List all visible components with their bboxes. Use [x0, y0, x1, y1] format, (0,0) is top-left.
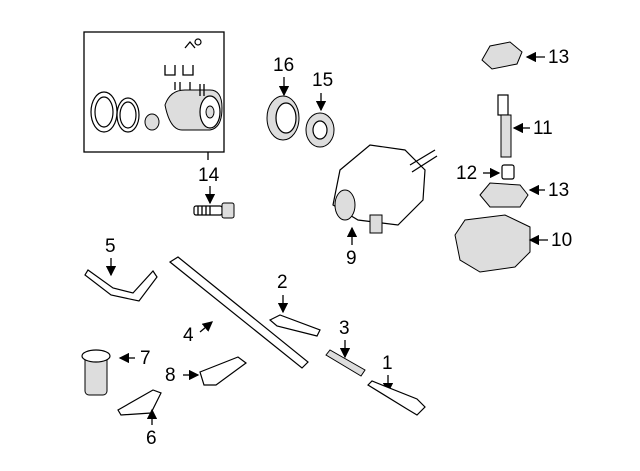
callout-2: 2 — [277, 272, 288, 293]
center-link-part — [168, 256, 309, 369]
callout-9: 9 — [346, 248, 357, 269]
callout-12: 12 — [456, 163, 478, 184]
shaft-part — [497, 94, 512, 158]
callout-14: 14 — [198, 165, 220, 186]
gasket-part-2 — [479, 182, 529, 208]
adjuster-sleeve-part — [325, 349, 366, 377]
idler-arm-part — [84, 269, 158, 302]
callout-8: 8 — [165, 365, 176, 386]
outer-tie-rod-part — [367, 380, 426, 416]
callout-6: 6 — [146, 428, 157, 449]
callout-1: 1 — [382, 353, 393, 374]
inner-tie-rod-part — [268, 314, 321, 337]
cover-part — [266, 95, 300, 141]
callout-7: 7 — [140, 348, 151, 369]
bolt-part — [193, 202, 235, 219]
pitman-arm-part — [199, 356, 248, 386]
callout-13-bottom: 13 — [548, 180, 570, 201]
callout-5: 5 — [105, 236, 116, 257]
gasket-part — [481, 41, 523, 70]
callout-16: 16 — [273, 55, 295, 76]
seal-kit-box — [83, 31, 225, 153]
callout-11: 11 — [533, 118, 553, 139]
callout-13-top: 13 — [548, 47, 570, 68]
idler-part — [81, 349, 111, 396]
callout-3: 3 — [339, 318, 350, 339]
cap-part — [501, 164, 515, 180]
bearing-part — [305, 112, 335, 148]
arm-part — [117, 389, 162, 416]
callout-15: 15 — [312, 70, 334, 91]
steering-gear-part — [332, 144, 438, 234]
housing-part — [454, 214, 531, 273]
callout-4: 4 — [183, 325, 194, 346]
callout-10: 10 — [551, 230, 573, 251]
